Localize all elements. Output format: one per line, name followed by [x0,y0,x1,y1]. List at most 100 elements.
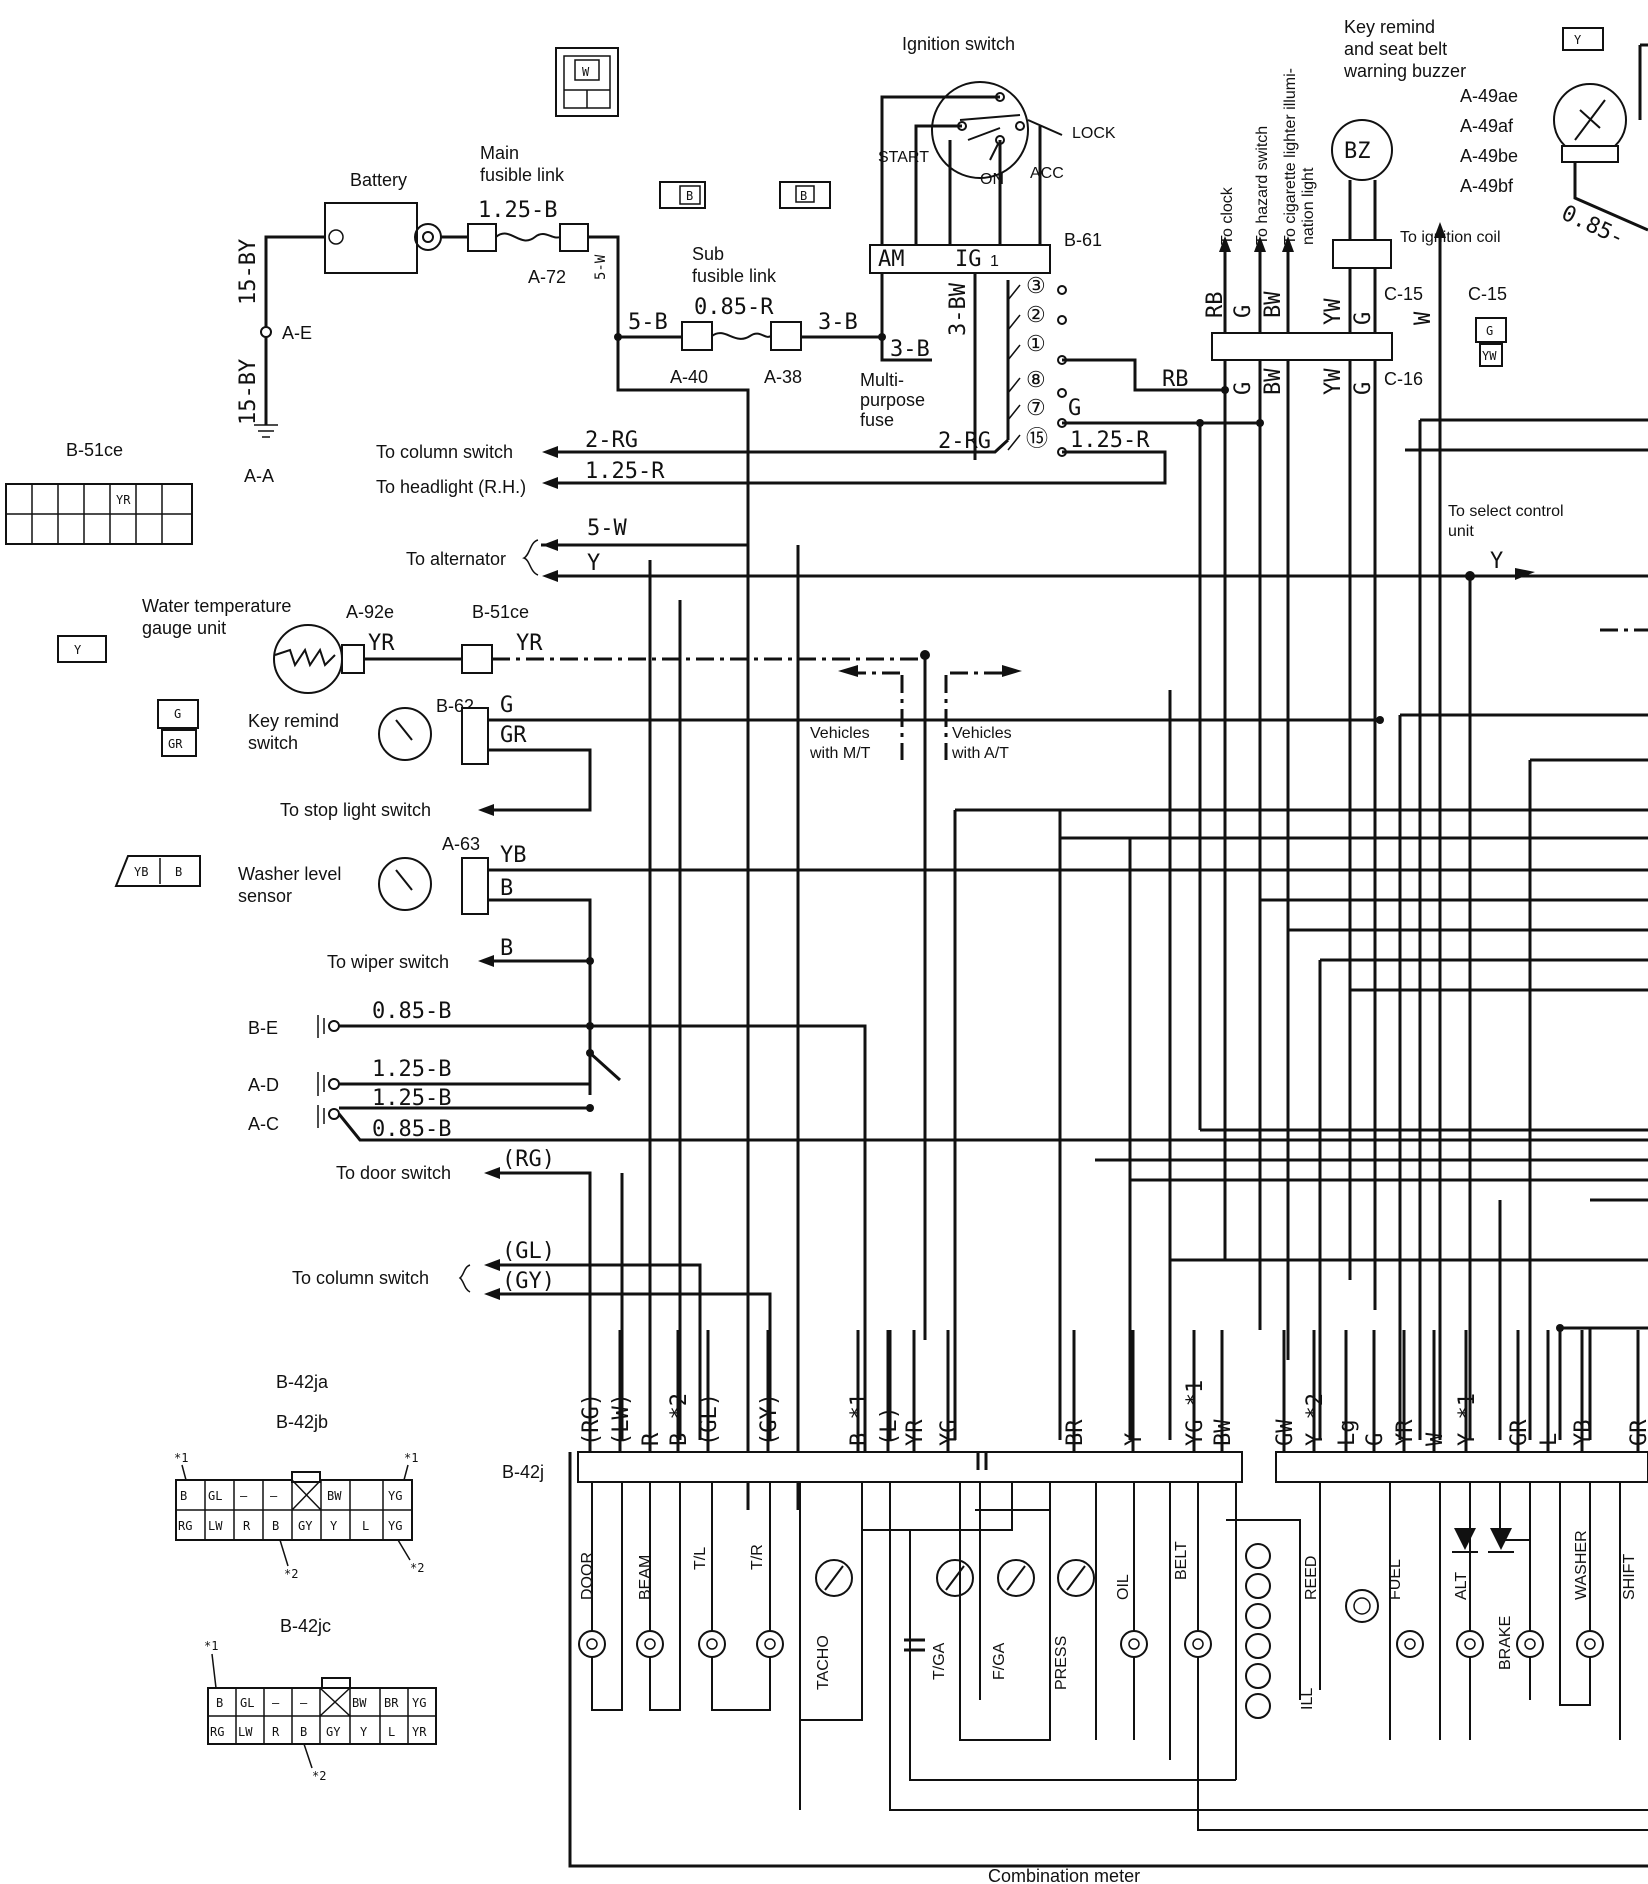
indicator-lamp [1396,1630,1424,1658]
svg-text:0.85-B: 0.85-B [372,1117,451,1142]
meter-lamps [578,1543,1604,1719]
bus-wires [620,418,1648,1440]
svg-text:3-B: 3-B [818,310,858,335]
svg-text:G: G [1231,382,1256,395]
svg-text:15-BY: 15-BY [236,239,261,305]
svg-text:nation light: nation light [1300,167,1317,245]
svg-text:Key remind: Key remind [1344,17,1435,37]
svg-text:To wiper switch: To wiper switch [327,952,449,972]
svg-text:⑮: ⑮ [1026,427,1048,452]
svg-text:To clock: To clock [1219,186,1236,245]
svg-text:GL: GL [240,1696,254,1710]
svg-text:1.25-R: 1.25-R [585,459,665,484]
svg-text:*1: *1 [174,1451,188,1465]
indicator-lamp-filament [764,1638,776,1650]
svg-text:Y: Y [74,643,82,657]
battery [324,202,418,274]
svg-text:B: B [300,1725,307,1739]
svg-text:B: B [500,876,513,901]
svg-text:G: G [1231,305,1256,318]
svg-text:15-BY: 15-BY [236,359,261,425]
fuel-gauge [997,1559,1035,1597]
svg-text:Y: Y [587,551,600,576]
svg-text:START: START [878,149,929,166]
temp-gauge [936,1559,974,1597]
svg-text:fusible link: fusible link [692,266,777,286]
battery-group: Battery 15-BY 15-BY A-E A-A Main fusible… [236,143,880,547]
svg-text:switch: switch [248,733,298,753]
svg-text:–: – [240,1489,248,1503]
svg-text:Multi-: Multi- [860,370,904,390]
svg-text:1: 1 [990,253,999,270]
svg-text:YR: YR [368,631,395,656]
svg-text:YG: YG [388,1519,402,1533]
svg-text:*2: *2 [284,1567,298,1581]
a38-label: A-38 [764,367,802,387]
svg-text:B: B [216,1696,223,1710]
a40-label: A-40 [670,367,708,387]
svg-text:Vehicles: Vehicles [952,725,1012,742]
indicator-lamp-filament [1128,1638,1140,1650]
meter-function-label: BRAKE [1497,1616,1514,1670]
svg-text:GR: GR [168,737,183,751]
svg-text:YW: YW [1482,349,1497,363]
multi-purpose-fuse: Multi- purpose fuse ③ ② ① ⑧ ⑦ ⑮ G RB 1.2… [558,274,1225,1130]
svg-text:B: B [180,1489,187,1503]
svg-text:A-49bf: A-49bf [1460,176,1514,196]
indicator-lamp-filament [1464,1638,1476,1650]
be-label: B-E [248,1018,278,1038]
svg-text:*1: *1 [404,1451,418,1465]
svg-text:YR: YR [516,631,543,656]
svg-text:1.25-R: 1.25-R [1070,428,1150,453]
aa-label: A-A [244,466,274,486]
svg-text:(GY): (GY) [502,1269,555,1294]
indicator-lamp [1120,1630,1148,1658]
svg-text:G: G [1351,382,1376,395]
svg-text:5-W: 5-W [593,254,609,280]
svg-text:B: B [686,189,693,203]
illumination-lamp [1245,1573,1271,1599]
illumination-lamp [1245,1663,1271,1689]
svg-text:AM: AM [878,247,905,272]
indicator-lamp [1576,1630,1604,1658]
b61-label: B-61 [1064,230,1102,250]
svg-text:IG: IG [955,247,982,272]
meter-function-label: REED [1303,1556,1320,1600]
svg-text:LW: LW [238,1725,253,1739]
svg-text:A-49ae: A-49ae [1460,86,1518,106]
b42j-connector [577,1451,1243,1483]
svg-text:G: G [174,707,181,721]
buzzer [1331,119,1393,181]
svg-text:5-W: 5-W [587,516,627,541]
svg-text:Washer level: Washer level [238,864,341,884]
svg-text:5-B: 5-B [628,310,668,335]
b42jb-label: B-42jb [276,1412,328,1432]
ad-label: A-D [248,1075,279,1095]
svg-text:–: – [300,1696,308,1710]
svg-text:RG: RG [178,1519,192,1533]
svg-text:To headlight (R.H.): To headlight (R.H.) [376,477,526,497]
b42ja-label: B-42ja [276,1372,329,1392]
svg-text:YG: YG [412,1696,426,1710]
svg-text:BW: BW [1261,291,1286,318]
key-remind-switch [378,707,432,761]
b42j-label: B-42j [502,1462,544,1482]
indicator-lamp-filament [706,1638,718,1650]
svg-text:L: L [388,1725,395,1739]
a92e-label: A-92e [346,602,394,622]
indicator-lamp [636,1630,664,1658]
svg-text:unit: unit [1448,523,1474,540]
svg-text:To select control: To select control [1448,503,1564,520]
svg-text:To stop light switch: To stop light switch [280,800,431,820]
indicator-lamp-filament [1192,1638,1204,1650]
meter-function-label: WASHER [1573,1530,1590,1600]
ae-label: A-E [282,323,312,343]
svg-text:Y: Y [330,1519,338,1533]
svg-text:⑦: ⑦ [1026,396,1046,421]
svg-text:To ignition coil: To ignition coil [1400,229,1501,246]
svg-text:BZ: BZ [1344,139,1371,164]
svg-text:1.25-B: 1.25-B [372,1086,451,1111]
